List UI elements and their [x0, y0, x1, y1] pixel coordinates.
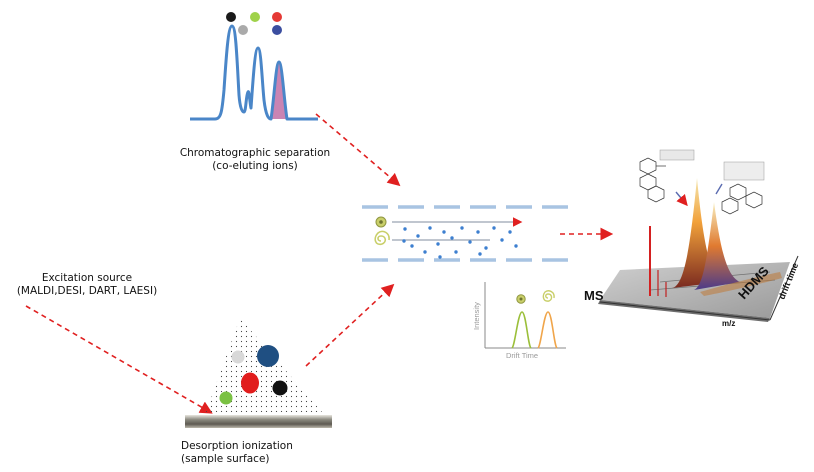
hdms-3d-plot: MS HDMS drift time m/z	[584, 149, 800, 328]
drifting-ions	[402, 226, 518, 259]
arrow-excitation-to-surface	[25, 305, 213, 414]
ms-axis-label: MS	[584, 288, 604, 303]
desorption-label-line2: (sample surface)	[181, 453, 270, 465]
desorption-label-line1: Desorption ionization	[181, 440, 293, 452]
chromatogram	[190, 12, 318, 121]
drift-time-plot: Intensity Drift Time	[472, 282, 566, 360]
ion-dot-black	[226, 12, 236, 22]
extended-ion-icon	[374, 230, 390, 246]
ion-black	[272, 380, 288, 396]
drift-peak-compact	[511, 311, 532, 349]
ion-mobility-cell	[362, 205, 568, 262]
excitation-label-line1: Excitation source	[41, 272, 133, 284]
ion-green	[219, 391, 233, 405]
arrow-surface-to-ims	[305, 283, 395, 367]
ion-light-grey	[231, 350, 245, 364]
ion-red	[241, 372, 259, 394]
sample-surface	[185, 415, 332, 428]
ion-dot-blue	[272, 25, 282, 35]
excitation-label-line2: (MALDI,DESI, DART, LAESI)	[16, 285, 158, 297]
chromatography-label-line1: Chromatographic separation	[179, 147, 331, 159]
ion-dot-red	[272, 12, 282, 22]
drift-plot-ylabel: Intensity	[472, 302, 481, 330]
structure-left	[639, 149, 695, 203]
desorption-caption: Desorption ionization (sample surface)	[181, 440, 293, 466]
structure-right	[721, 161, 765, 215]
mz-axis-label: m/z	[722, 319, 735, 328]
flow-arrows	[25, 113, 614, 414]
drift-plot-xlabel: Drift Time	[506, 351, 538, 360]
excitation-caption: Excitation source (MALDI,DESI, DART, LAE…	[0, 272, 174, 298]
chromatogram-trace	[190, 24, 318, 121]
hdms-peak-2	[694, 202, 740, 290]
ion-blue	[257, 345, 279, 367]
chromatography-caption: Chromatographic separation (co-eluting i…	[170, 147, 340, 173]
ion-dot-green	[250, 12, 260, 22]
drift-peak-extended	[537, 311, 558, 349]
ion-dot-grey	[238, 25, 248, 35]
desorption-plume	[185, 318, 332, 428]
highlighted-peak	[271, 62, 287, 119]
plot-floor	[600, 262, 790, 318]
chromatography-label-line2: (co-eluting ions)	[212, 160, 298, 172]
